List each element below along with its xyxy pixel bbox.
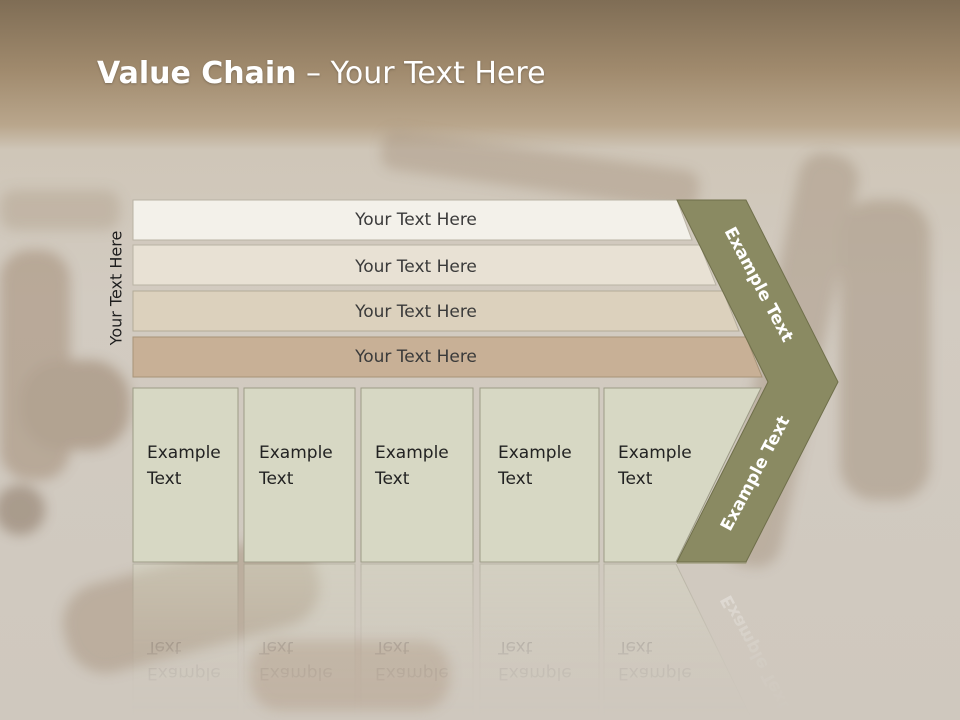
reflection-text: Text	[374, 637, 410, 657]
reflection-text: Example	[147, 663, 221, 683]
activity-bar: Your Text Here	[132, 199, 693, 241]
activity-bar-shape	[132, 290, 740, 332]
support-column-box	[243, 387, 356, 563]
activity-bar: Your Text Here	[132, 290, 740, 332]
reflection-text: Example	[259, 663, 333, 683]
activity-bar: Your Text Here	[132, 244, 717, 286]
support-column-line2: Text	[374, 469, 410, 489]
support-column-box	[360, 387, 474, 563]
activity-bar-shape	[132, 336, 763, 378]
activity-bar-label: Your Text Here	[354, 257, 477, 277]
support-column: Example Text	[479, 387, 600, 563]
reflection-text: Example	[375, 663, 449, 683]
support-column-line1: Example	[618, 443, 692, 463]
slide-title: Value Chain – Your Text Here	[97, 56, 546, 91]
support-column-line1: Example	[498, 443, 572, 463]
reflection-text: Example	[618, 663, 692, 683]
support-column-line1: Example	[375, 443, 449, 463]
reflection-text: Example	[498, 663, 572, 683]
reflection-text: Text	[497, 637, 533, 657]
support-column: Example Text	[360, 387, 474, 563]
activity-bar-label: Your Text Here	[354, 210, 477, 230]
reflection-text: Text	[258, 637, 294, 657]
support-column-line2: Text	[146, 469, 182, 489]
activity-bar-label: Your Text Here	[354, 302, 477, 322]
activity-bar-label: Your Text Here	[354, 347, 477, 367]
activity-bar-shape	[132, 199, 693, 241]
support-column: Example Text	[243, 387, 356, 563]
activity-bar-shape	[132, 244, 717, 286]
activity-bar: Your Text Here	[132, 336, 763, 378]
support-column-line2: Text	[258, 469, 294, 489]
reflection-text: Text	[146, 637, 182, 657]
title-rest: – Your Text Here	[296, 56, 546, 91]
support-column-line2: Text	[617, 469, 653, 489]
support-column-box	[479, 387, 600, 563]
reflection-text: Text	[617, 637, 653, 657]
diagram-reflection: Example Text Example Text Example Text E…	[132, 384, 838, 720]
title-bold: Value Chain	[97, 56, 297, 91]
support-column-line1: Example	[259, 443, 333, 463]
support-column: Example Text	[132, 387, 239, 563]
support-columns: Example Text Example Text Example Text E…	[132, 387, 762, 563]
support-column-box	[132, 387, 239, 563]
activity-bars: Your Text Here Your Text Here Your Text …	[132, 199, 763, 378]
support-column-line1: Example	[147, 443, 221, 463]
support-column-line2: Text	[497, 469, 533, 489]
